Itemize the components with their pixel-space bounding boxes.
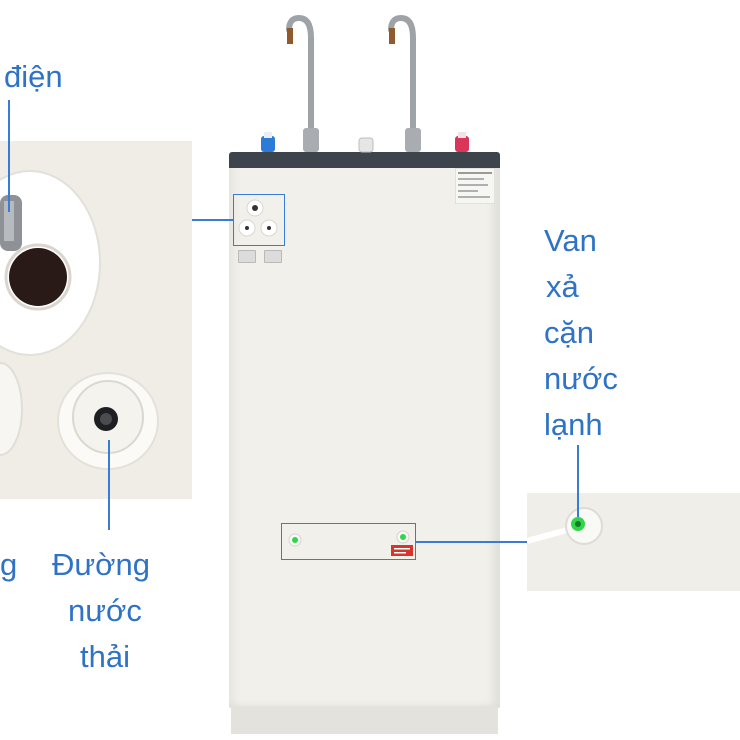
faucet-left-icon <box>286 14 319 152</box>
drain-valve-closeup <box>527 493 740 591</box>
zoom-panel-back-ports <box>0 141 192 499</box>
zoom-panel-drain-valve <box>527 493 740 591</box>
drain-label-fragment: g <box>0 547 18 582</box>
port-tag-right <box>264 250 282 263</box>
cold-drain-label-line2: xả <box>546 269 579 304</box>
faucet-right-icon <box>388 14 421 152</box>
waste-water-label-line2: nước <box>68 593 142 628</box>
callout-line-power <box>8 100 10 212</box>
port-tag-left <box>238 250 256 263</box>
callout-line-back-ports <box>192 219 233 221</box>
cold-drain-label-line4: nước <box>544 361 618 396</box>
back-ports-closeup <box>0 141 192 499</box>
callout-line-drain-valve <box>416 541 527 543</box>
cold-drain-label-line1: Van <box>544 223 597 258</box>
back-ports-mini <box>238 199 278 237</box>
cold-knob-icon <box>261 132 275 152</box>
drain-valves-mini <box>288 530 413 556</box>
water-purifier-top-panel <box>229 152 500 168</box>
waste-water-label-line3: thải <box>80 639 130 674</box>
normal-knob-icon <box>358 137 374 153</box>
cold-drain-label-line5: lạnh <box>544 407 603 442</box>
water-purifier-body <box>229 158 500 708</box>
callout-line-valve-up <box>577 445 579 517</box>
water-purifier-base <box>231 706 498 734</box>
hot-knob-icon <box>455 132 469 152</box>
drain-valves-highlight <box>281 523 416 560</box>
spec-sticker <box>455 168 495 204</box>
waste-water-label-line1: Đường <box>52 547 150 582</box>
back-ports-highlight <box>233 194 285 246</box>
callout-line-waste-water <box>108 440 110 530</box>
cold-drain-label-line3: cặn <box>544 315 594 350</box>
top-fixtures <box>261 14 469 153</box>
power-label: điện <box>4 59 63 94</box>
